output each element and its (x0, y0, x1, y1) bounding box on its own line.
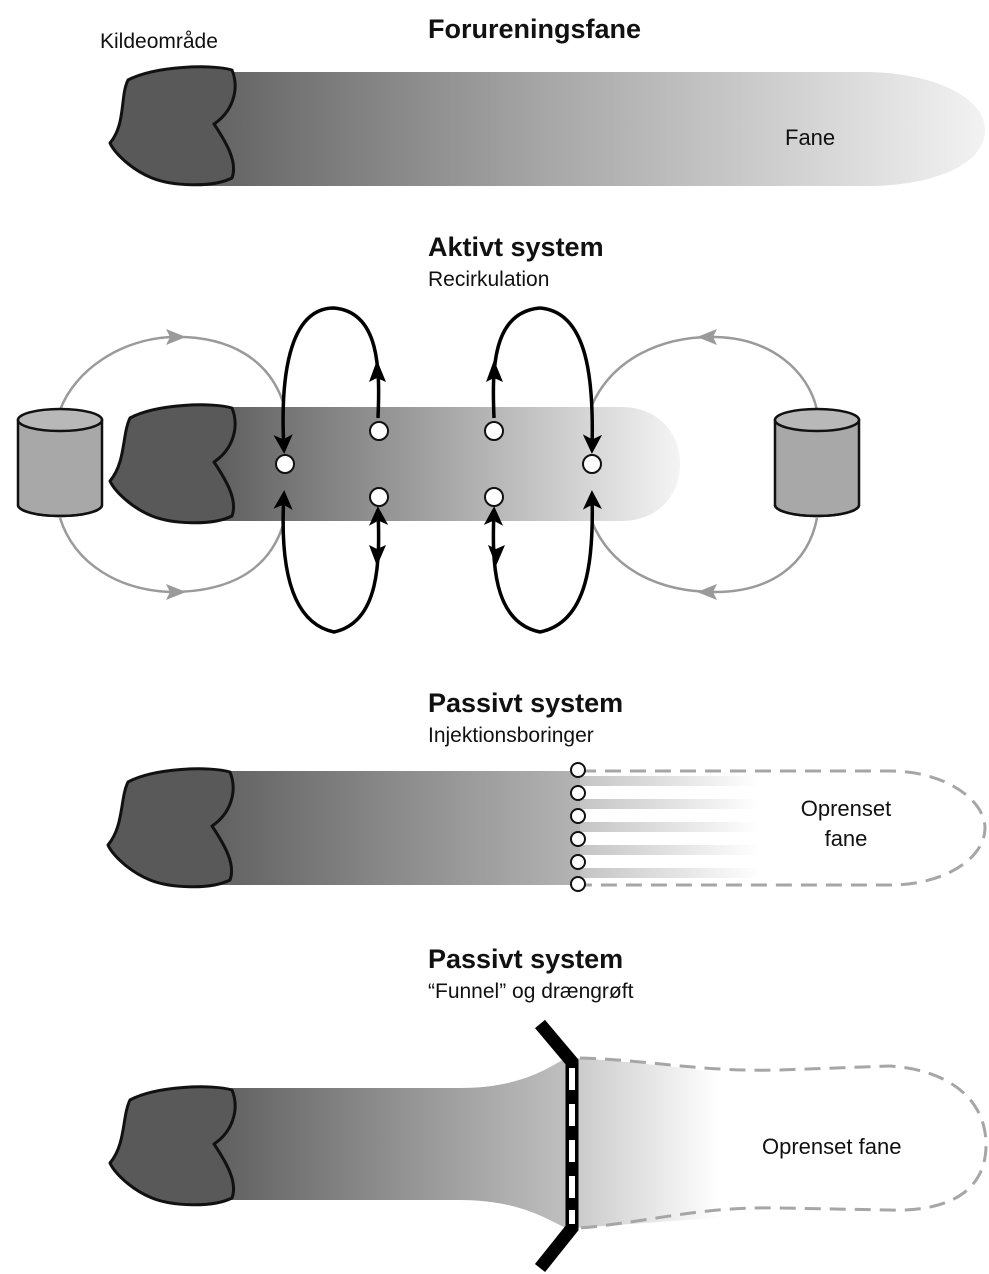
tank-right (773, 407, 861, 518)
wells (275, 421, 602, 507)
black-arrowhead-upper-left-up (369, 360, 386, 382)
panel-passive-injection: Passivt system Injektionsboringer Oprens… (106, 688, 987, 892)
funnel-source-area-shape (108, 1085, 237, 1207)
plume-shape (190, 72, 985, 186)
gray-loop-right-bottom (590, 517, 819, 594)
panel-contamination-plume: Forureningsfane Kildeområde Fane (100, 14, 985, 187)
gray-arrowhead-right-top (697, 329, 717, 345)
funnel-cleaned-plume-label: Oprenset fane (762, 1134, 901, 1159)
well-right-center (582, 454, 602, 474)
well-upper-right (484, 421, 504, 441)
black-arrowhead-lower-right-down (488, 545, 505, 566)
black-arrowhead-upper-right-up (486, 360, 503, 382)
active-plume-shape (195, 407, 680, 521)
injection-plume-shape (195, 771, 580, 885)
funnel-cleaned-outline (579, 1056, 988, 1230)
source-area-label: Kildeområde (100, 30, 218, 53)
funnel-cleaned-fill (572, 1058, 720, 1228)
cleaned-plume-label-line2: fane (825, 826, 868, 851)
gray-loop-right-top (590, 335, 819, 411)
panel-active-system: Aktivt system Recirkulation (16, 232, 861, 634)
source-area-shape (108, 65, 237, 187)
well-lower-right (484, 487, 504, 507)
gray-arrowheads (166, 329, 717, 600)
funnel-plume-shape (200, 1058, 566, 1228)
well-left-center (275, 454, 295, 474)
panel4-subtitle: “Funnel” og drængrøft (428, 980, 634, 1003)
injection-streaks (580, 776, 770, 878)
gray-arrowhead-right-bottom (697, 584, 717, 600)
gray-arrowhead-left-top (166, 329, 186, 345)
panel3-title: Passivt system (428, 688, 623, 718)
black-arrowheads-extra (369, 360, 505, 566)
black-arrowhead-lower-left-down (369, 545, 386, 566)
panel4-title: Passivt system (428, 944, 623, 974)
gray-arrowhead-left-bottom (166, 584, 186, 600)
gray-loop-left-bottom (58, 517, 286, 594)
active-source-area-shape (108, 403, 237, 525)
injection-source-area-shape (106, 767, 235, 889)
well-lower-left (369, 487, 389, 507)
plume-label: Fane (785, 125, 835, 150)
panel-passive-funnel: Passivt system “Funnel” og drængrøft Opr… (108, 944, 988, 1273)
panel2-title: Aktivt system (428, 232, 604, 262)
panel3-subtitle: Injektionsboringer (428, 724, 594, 747)
cleaned-plume-outline (580, 769, 987, 887)
panel2-subtitle: Recirkulation (428, 268, 549, 291)
panel1-title: Forureningsfane (428, 14, 641, 44)
tank-left (16, 407, 104, 518)
well-upper-left (369, 421, 389, 441)
gray-loop-left-top (58, 335, 286, 411)
drain-trench-segments (569, 1068, 575, 1224)
injection-wells (570, 762, 586, 892)
cleaned-plume-label-line1: Oprenset (801, 796, 892, 821)
